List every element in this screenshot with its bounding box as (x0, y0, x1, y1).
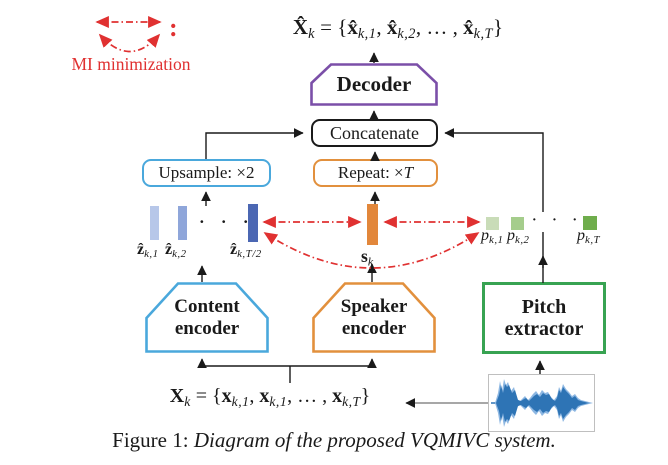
p2-label: pk,2 (507, 227, 530, 247)
concatenate-label: Concatenate (330, 122, 419, 143)
mi-legend-colon: : (169, 13, 178, 42)
sk-label: sk (361, 246, 374, 269)
caption-text: Diagram of the proposed VQMIVC system. (193, 428, 556, 452)
waveform-plot (491, 379, 593, 427)
speaker-encoder-box: Speaker encoder (312, 282, 436, 353)
content-encoder-line2: encoder (174, 317, 240, 339)
content-encoder-shape (145, 282, 269, 353)
repeat-label: Repeat: ×T (337, 163, 414, 182)
figure-caption: Figure 1: Diagram of the proposed VQMIVC… (0, 428, 668, 453)
speaker-encoder-shape (312, 282, 436, 353)
speaker-encoder-line1: Speaker (340, 296, 408, 318)
input-formula: Xk = {xk,1, xk,1, … , xk,T} (169, 385, 371, 409)
decoder-shape (310, 63, 438, 106)
content-encoder-box: Content encoder (145, 282, 269, 353)
output-formula: X̂k = {x̂k,1, x̂k,2, … , x̂k,T} (292, 15, 504, 42)
p-dots: · · · (532, 213, 584, 228)
speaker-encoder-line2: encoder (341, 317, 407, 339)
waveform-image (488, 374, 595, 432)
pitch-extractor-line1: Pitch (521, 295, 567, 318)
caption-prefix: Figure 1: (112, 428, 194, 452)
mi-legend-label: MI minimization (71, 54, 191, 74)
z2-label: ẑk,2 (165, 241, 187, 261)
upsample-label: Upsample: ×2 (158, 163, 255, 182)
content-encoder-label: Content encoder (145, 282, 269, 353)
line-input-branch (202, 365, 372, 383)
repeat-box: Repeat: ×T (313, 159, 438, 187)
pT-label: pk,T (577, 227, 601, 247)
mi-legend-curved-arrow (98, 33, 161, 53)
p-square-T (583, 216, 597, 230)
waveform-envelope-dark (496, 384, 589, 422)
speaker-encoder-label: Speaker encoder (312, 282, 436, 353)
p-square-2 (511, 217, 524, 230)
z1-label: ẑk,1 (137, 241, 159, 261)
pitch-extractor-label: Pitch extractor (505, 296, 584, 341)
p1-label: pk,1 (481, 227, 504, 247)
p-square-1 (486, 217, 499, 230)
decoder-label: Decoder (336, 71, 412, 96)
s-bar (367, 204, 378, 245)
line-pitch-to-concatenate (444, 128, 544, 212)
z-bar-2 (178, 206, 187, 240)
arrow-upsample-to-concatenate (205, 128, 304, 159)
upsample-box: Upsample: ×2 (142, 159, 271, 187)
z-bar-T2 (248, 204, 258, 242)
content-encoder-line1: Content (174, 296, 240, 318)
z-bar-1 (150, 206, 159, 240)
pitch-extractor-box: Pitch extractor (482, 282, 606, 354)
decoder-box: Decoder (310, 63, 438, 106)
concatenate-box: Concatenate (311, 119, 438, 147)
pitch-extractor-line2: extractor (504, 318, 584, 340)
z-dots: · · · (199, 212, 255, 231)
zT2-label: ẑk,T/2 (230, 241, 262, 261)
